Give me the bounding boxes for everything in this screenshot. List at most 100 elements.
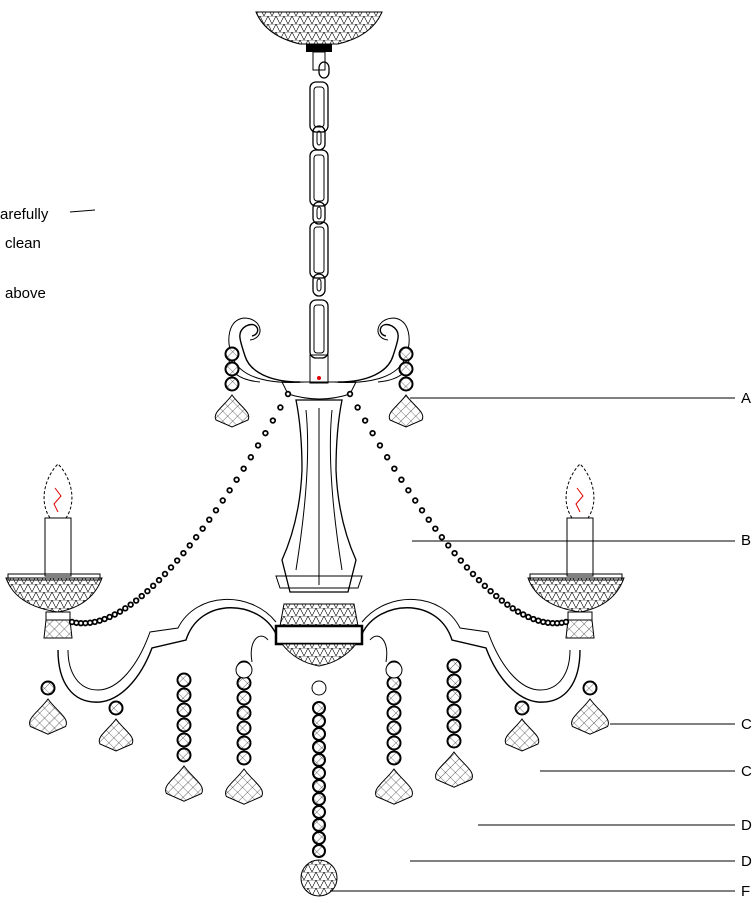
pendant-left-4-drop xyxy=(225,768,263,805)
pendant-left-2-drop xyxy=(98,718,134,752)
callout-label-d1: D xyxy=(741,817,752,834)
pendant-right-3-bead xyxy=(446,688,462,704)
center-strand-bead xyxy=(312,805,326,819)
pendant-left-3-bead xyxy=(176,702,192,718)
callout-label-b: B xyxy=(741,532,752,549)
right-cup-knob xyxy=(565,619,595,639)
chain-link-inner xyxy=(313,154,325,202)
pendant-top-right-drop xyxy=(388,394,424,428)
pendant-left-3-bead xyxy=(176,717,192,733)
center-strand-bead xyxy=(312,740,326,754)
pendant-left-3-bead xyxy=(176,672,192,688)
chain-link xyxy=(312,201,326,225)
arm-ball-right xyxy=(385,661,403,679)
pendant-right-3-bead xyxy=(446,733,462,749)
center-ball-crystal xyxy=(300,859,338,897)
pendant-right-1-bead xyxy=(582,680,598,696)
left-scroll-outer xyxy=(228,317,305,383)
chain-link xyxy=(309,81,329,133)
upper-cup xyxy=(281,381,357,400)
vase-facets xyxy=(295,408,343,585)
center-ball xyxy=(311,680,327,696)
pendant-left-3-bead xyxy=(176,687,192,703)
right-candle xyxy=(566,517,594,577)
note-line-3: above xyxy=(5,285,46,302)
right-arm-inner xyxy=(361,599,571,691)
pendant-right-3-drop xyxy=(435,751,473,788)
pendant-right-3-bead xyxy=(446,673,462,689)
left-candle xyxy=(44,517,72,577)
right-cup-rim xyxy=(529,573,623,581)
left-bulb xyxy=(43,463,73,519)
pendant-left-4-bead xyxy=(236,690,252,706)
center-strand-bead xyxy=(312,727,326,741)
arm-curls xyxy=(250,635,388,663)
pendant-right-1-drop xyxy=(571,698,609,735)
pendant-left-4-bead xyxy=(236,750,252,766)
right-scroll-outer xyxy=(333,317,410,383)
note-line-1: arefully xyxy=(0,206,49,223)
chain-link-inner xyxy=(316,206,322,220)
center-strand-bead xyxy=(312,831,326,845)
ceiling-canopy xyxy=(255,11,383,45)
pendant-left-3-drop xyxy=(165,765,203,802)
pendant-right-3-bead xyxy=(446,703,462,719)
pendant-top-right-bead xyxy=(398,376,414,392)
chain-link-inner xyxy=(313,86,325,128)
arm-ball-left xyxy=(235,661,253,679)
pendant-left-2-bead xyxy=(108,700,124,716)
canopy-collar xyxy=(306,44,332,52)
pendant-right-2-drop xyxy=(504,718,540,752)
pendant-left-3-bead xyxy=(176,747,192,763)
pendant-top-right-bead xyxy=(398,346,414,362)
callout-label-c1: C xyxy=(741,716,752,733)
pendant-left-4-bead xyxy=(236,705,252,721)
pendant-top-right-bead xyxy=(398,361,414,377)
hub-upper xyxy=(279,603,359,627)
collar-red-dot xyxy=(317,376,321,380)
center-strand-bead xyxy=(312,766,326,780)
center-strand-bead xyxy=(312,792,326,806)
right-filament xyxy=(575,487,584,513)
chain-link-inner xyxy=(313,226,325,274)
chain-link xyxy=(312,125,326,151)
pendant-right-3-bead xyxy=(446,718,462,734)
pendant-top-left-bead xyxy=(224,376,240,392)
chain-link xyxy=(309,149,329,207)
pendant-right-4-bead xyxy=(386,720,402,736)
chain-link xyxy=(309,299,329,359)
left-arm-outer xyxy=(57,607,277,703)
center-strand-bead xyxy=(312,844,326,858)
note-line-2: clean xyxy=(5,235,41,252)
chain-link xyxy=(312,273,326,297)
right-cup-stem xyxy=(567,611,593,621)
pendant-right-4-bead xyxy=(386,705,402,721)
vase-lip xyxy=(275,575,363,589)
right-arm-outer xyxy=(361,607,581,703)
callout-label-d2: D xyxy=(741,853,752,870)
pendant-left-1-drop xyxy=(29,698,67,735)
pendant-left-4-bead xyxy=(236,720,252,736)
right-scroll xyxy=(337,323,399,383)
note-leader xyxy=(69,209,96,213)
pendant-left-1-bead xyxy=(40,680,56,696)
pendant-right-4-bead xyxy=(386,735,402,751)
center-strand-bead xyxy=(312,701,326,715)
top-collar xyxy=(309,354,329,384)
left-scroll xyxy=(239,323,301,383)
left-cup-knob xyxy=(43,619,73,639)
center-strand-bead xyxy=(312,818,326,832)
pendant-right-3-bead xyxy=(446,658,462,674)
pendant-top-left-bead xyxy=(224,361,240,377)
left-arm-inner xyxy=(67,599,277,691)
chain-link-inner xyxy=(313,304,325,354)
hub-lower xyxy=(280,643,358,667)
center-strand-bead xyxy=(312,753,326,767)
central-vase xyxy=(281,399,357,593)
left-candle-cup xyxy=(5,577,103,613)
pendant-top-left-drop xyxy=(214,394,250,428)
pendant-right-4-drop xyxy=(375,768,413,805)
pendant-left-3-bead xyxy=(176,732,192,748)
